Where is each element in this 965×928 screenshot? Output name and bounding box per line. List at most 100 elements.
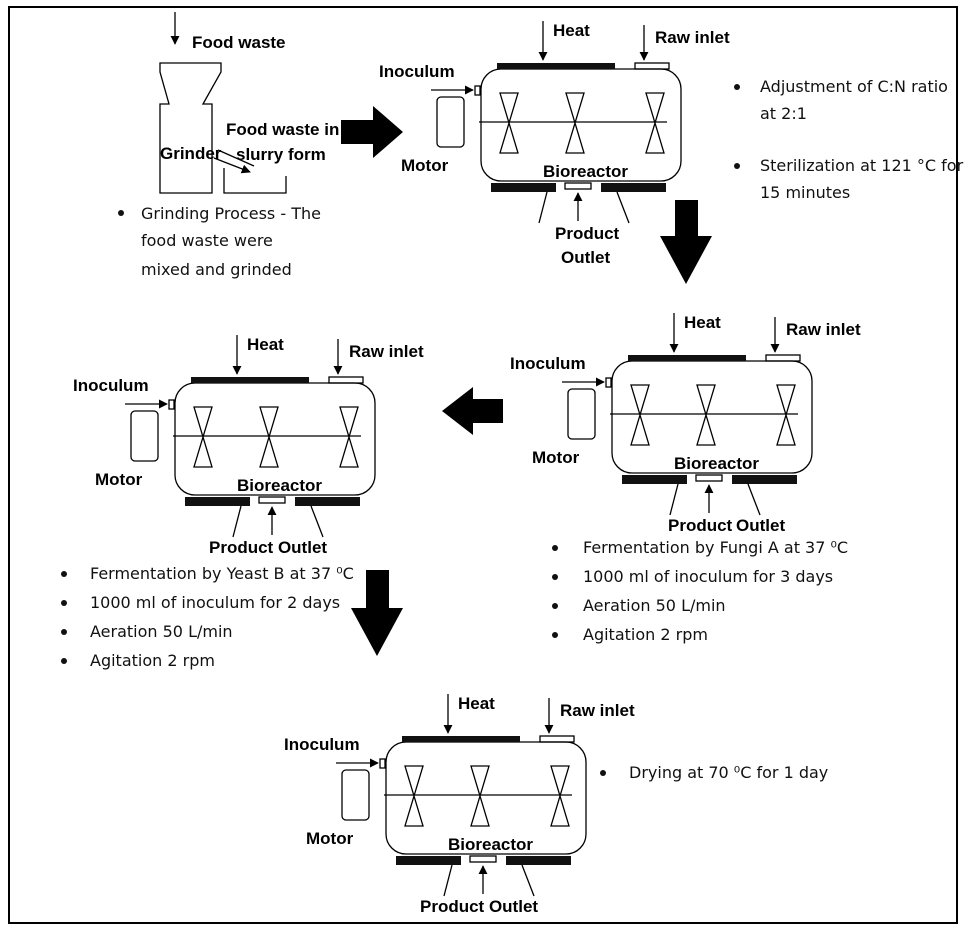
- bioreactor-label: Bioreactor: [448, 835, 533, 854]
- heat-jacket-top: [191, 377, 309, 383]
- note-bullet-1: [600, 770, 606, 776]
- grinder-label: Grinder: [160, 144, 222, 163]
- motor-box: [567, 388, 596, 440]
- flow-arrow-left: [442, 387, 503, 435]
- raw-inlet-label: Raw inlet: [786, 320, 861, 339]
- grinding-note-line3: mixed and grinded: [141, 260, 292, 279]
- product-outlet-label: Product Outlet: [209, 538, 327, 557]
- grinder-stage: Food waste Grinder Food waste in slurry …: [118, 12, 339, 279]
- note-bullet-4: [61, 658, 67, 664]
- note-1-line-1: Fermentation by Fungi A at 37 ⁰C: [583, 538, 848, 557]
- diagram-frame: [8, 6, 958, 924]
- flow-arrow-right: [341, 106, 403, 158]
- note-bullet-1: [552, 545, 558, 551]
- note-bullet-3: [61, 629, 67, 635]
- note-3-line-1: Aeration 50 L/min: [583, 596, 726, 615]
- motor-box: [436, 96, 465, 148]
- heat-jacket-bottom-left: [185, 497, 250, 506]
- heat-label: Heat: [247, 335, 284, 354]
- product-label: Product: [555, 224, 620, 243]
- flow-arrow-down-2: [351, 570, 403, 656]
- note-2-line-1: Sterilization at 121 °C for: [760, 156, 964, 175]
- product-label: Product: [668, 516, 733, 535]
- note-bullet-2: [552, 574, 558, 580]
- heat-label: Heat: [458, 694, 495, 713]
- impeller-1: [499, 92, 519, 154]
- note-bullet-2: [734, 163, 740, 169]
- inoculum-label: Inoculum: [379, 62, 455, 81]
- support-leg-left: [538, 191, 548, 224]
- heat-jacket-bottom-right: [295, 497, 360, 506]
- heat-jacket-bottom-right: [601, 183, 666, 192]
- note-2-line-1: 1000 ml of inoculum for 3 days: [583, 567, 833, 586]
- heat-jacket-bottom-right: [506, 856, 571, 865]
- grinding-note-bullet: [118, 210, 124, 216]
- note-1-line-1: Adjustment of C:N ratio: [760, 77, 948, 96]
- impeller-3: [645, 92, 665, 154]
- note-1-line-1: Fermentation by Yeast B at 37 ⁰C: [90, 564, 354, 583]
- raw-inlet-label: Raw inlet: [349, 342, 424, 361]
- raw-inlet-label: Raw inlet: [560, 701, 635, 720]
- note-2-line-2: 15 minutes: [760, 183, 850, 202]
- note-bullet-4: [552, 632, 558, 638]
- inoculum-label: Inoculum: [284, 735, 360, 754]
- bioreactor-label: Bioreactor: [674, 454, 759, 473]
- motor-label: Motor: [306, 829, 354, 848]
- product-outlet-label: Product Outlet: [420, 897, 538, 916]
- bioreactor-stage-2: Motor Inoculum Heat Raw inletBioreactorProd…: [510, 313, 861, 644]
- note-3-line-1: Aeration 50 L/min: [90, 622, 233, 641]
- grinder-body: [159, 62, 222, 194]
- note-bullet-1: [61, 571, 67, 577]
- flow-arrow-down-1: [660, 200, 712, 284]
- raw-inlet-label: Raw inlet: [655, 28, 730, 47]
- impeller-3: [339, 406, 359, 468]
- motor-box: [341, 769, 370, 821]
- slurry-arrow: [213, 157, 251, 174]
- slurry-arrow-line: [217, 149, 255, 167]
- bioreactor-stage-4: Motor Inoculum Heat Raw inletBioreactorProd…: [284, 694, 828, 916]
- grinding-note-line2: food waste were: [141, 231, 273, 250]
- grinding-note-line1: Grinding Process - The: [141, 204, 321, 223]
- product-outlet-port: [695, 474, 723, 482]
- motor-box: [130, 410, 159, 462]
- motor-label: Motor: [532, 448, 580, 467]
- inoculum-label: Inoculum: [510, 354, 586, 373]
- inoculum-port: [168, 399, 175, 410]
- heat-jacket-top: [628, 355, 746, 361]
- raw-inlet-port: [765, 354, 801, 362]
- outlet-label: Outlet: [561, 248, 610, 267]
- impeller-2: [259, 406, 279, 468]
- note-4-line-1: Agitation 2 rpm: [90, 651, 215, 670]
- inoculum-port: [474, 85, 481, 96]
- inoculum-port: [605, 377, 612, 388]
- heat-jacket-bottom-right: [732, 475, 797, 484]
- product-outlet-port: [564, 182, 592, 190]
- support-leg-right: [616, 191, 630, 224]
- support-leg-left: [232, 505, 242, 538]
- heat-label: Heat: [684, 313, 721, 332]
- note-2-line-1: 1000 ml of inoculum for 2 days: [90, 593, 340, 612]
- product-outlet-port: [469, 855, 497, 863]
- note-bullet-2: [61, 600, 67, 606]
- note-bullet-1: [734, 84, 740, 90]
- heat-jacket-bottom-left: [491, 183, 556, 192]
- impeller-2: [470, 765, 490, 827]
- impeller-3: [550, 765, 570, 827]
- slurry-label-line1: Food waste in: [226, 120, 339, 139]
- impeller-1: [193, 406, 213, 468]
- bioreactor-label: Bioreactor: [543, 162, 628, 181]
- slurry-tray: [223, 168, 287, 194]
- note-4-line-1: Agitation 2 rpm: [583, 625, 708, 644]
- support-leg-left: [443, 864, 453, 897]
- heat-label: Heat: [553, 21, 590, 40]
- motor-label: Motor: [95, 470, 143, 489]
- raw-inlet-port: [328, 376, 364, 384]
- raw-inlet-port: [634, 62, 670, 70]
- note-1-line-2: at 2:1: [760, 104, 807, 123]
- impeller-1: [404, 765, 424, 827]
- impeller-2: [696, 384, 716, 446]
